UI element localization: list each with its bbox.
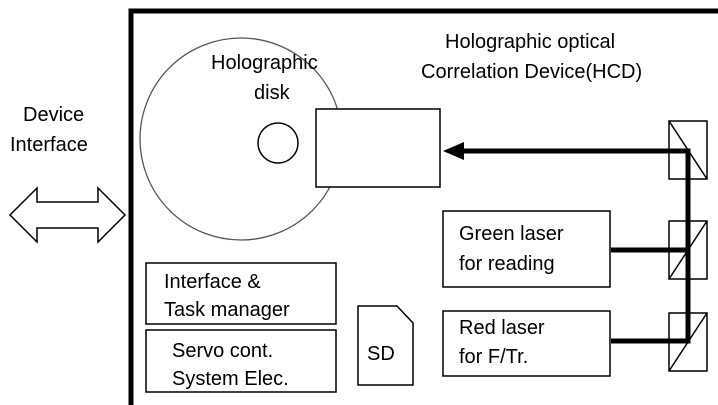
interface-task-label: Interface & Task manager: [164, 271, 290, 321]
green-laser-box: [442, 210, 611, 288]
device-interface-line2: Interface: [10, 134, 88, 156]
device-interface-line1: Device: [23, 104, 84, 126]
bidirectional-arrow-icon: [8, 186, 127, 244]
red-laser-box: [442, 310, 611, 377]
disk-spindle-hole: [257, 122, 299, 164]
holographic-disk-line2: disk: [254, 82, 291, 104]
interface-task-box: [145, 262, 337, 325]
holographic-disk-label: Holographic disk: [211, 52, 323, 104]
beam-through-splitters: [669, 148, 691, 344]
green-laser-line1: Green laser: [459, 223, 564, 245]
holographic-disk-line1: Holographic: [211, 52, 318, 74]
device-interface-label: Device Interface: [10, 104, 90, 156]
hcd-title-line1: Holographic optical: [445, 31, 615, 53]
sd-card-icon: [357, 305, 414, 386]
beam-arrowhead-icon: [443, 142, 464, 160]
servo-box: [145, 329, 337, 393]
green-laser-label: Green laser for reading: [459, 223, 569, 275]
red-laser-line2: for F/Tr.: [459, 346, 528, 368]
servo-line2: System Elec.: [172, 368, 289, 390]
optical-head-block: [315, 108, 441, 188]
hcd-title-line2: Correlation Device(HCD): [421, 61, 642, 83]
interface-task-line1: Interface &: [164, 271, 261, 293]
green-laser-line2: for reading: [459, 253, 555, 275]
servo-label: Servo cont. System Elec.: [172, 340, 289, 390]
sd-card-label: SD: [367, 343, 395, 365]
device-frame: [128, 8, 718, 405]
hcd-title: Holographic optical Correlation Device(H…: [421, 31, 642, 83]
red-laser-line1: Red laser: [459, 317, 545, 339]
interface-task-line2: Task manager: [164, 299, 290, 321]
servo-line1: Servo cont.: [172, 340, 273, 362]
red-laser-label: Red laser for F/Tr.: [459, 317, 550, 368]
